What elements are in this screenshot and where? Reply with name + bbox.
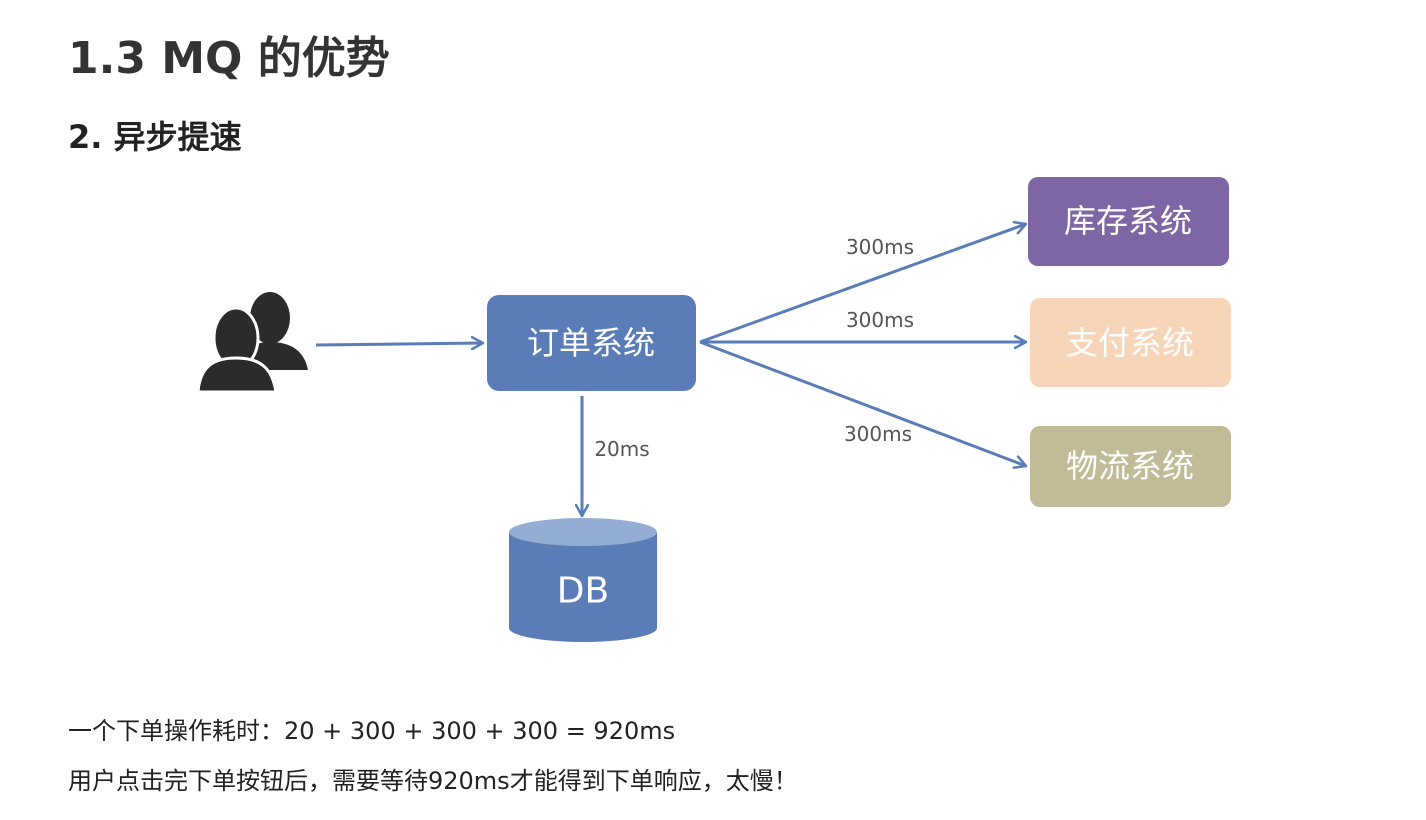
edge-label-db: 20ms [594, 437, 649, 461]
order-system-node: 订单系统 [487, 295, 696, 391]
inventory-system-label: 库存系统 [1064, 202, 1192, 240]
arrow-user-to-order [315, 343, 483, 345]
page-title: 1.3 MQ 的优势 [68, 33, 390, 84]
edge-label-logistics: 300ms [844, 422, 912, 446]
order-system-label: 订单系统 [527, 324, 655, 362]
edge-label-payment: 300ms [846, 308, 914, 332]
arrow-order-to-inventory [699, 224, 1026, 344]
database-label: DB [557, 571, 609, 612]
payment-system-label: 支付系统 [1066, 324, 1194, 362]
arrow-order-to-logistics [699, 340, 1026, 466]
logistics-system-node: 物流系统 [1030, 426, 1231, 507]
note-total-time: 一个下单操作耗时：20 + 300 + 300 + 300 = 920ms [68, 717, 676, 745]
users-icon [196, 292, 308, 394]
logistics-system-label: 物流系统 [1066, 447, 1194, 485]
inventory-system-node: 库存系统 [1028, 177, 1229, 266]
edge-label-inventory: 300ms [846, 235, 914, 259]
payment-system-node: 支付系统 [1030, 298, 1231, 387]
section-subtitle: 2. 异步提速 [68, 118, 242, 156]
explanation-notes: 一个下单操作耗时：20 + 300 + 300 + 300 = 920ms 用户… [68, 706, 798, 806]
database-node: DB [509, 518, 657, 642]
note-conclusion: 用户点击完下单按钮后，需要等待920ms才能得到下单响应，太慢！ [68, 767, 798, 795]
